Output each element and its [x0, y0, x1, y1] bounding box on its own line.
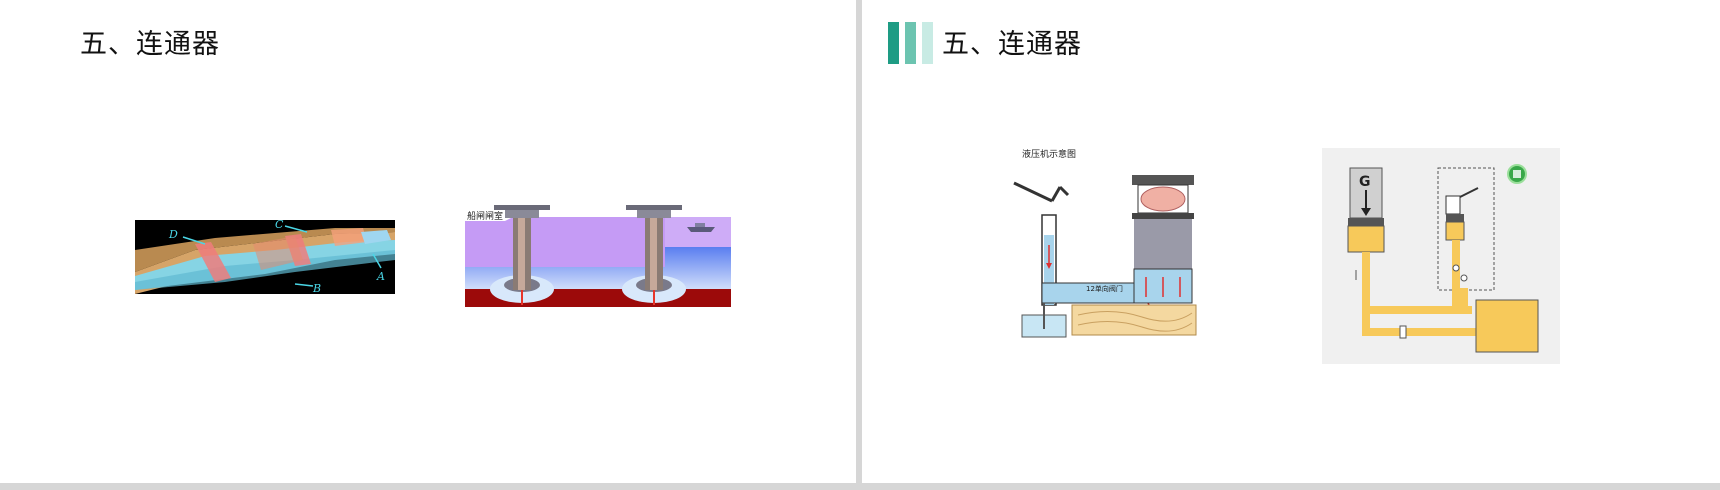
slide-title: 五、连通器 [942, 29, 1082, 60]
ship-lock-cross-section-figure: 船闸闸室 [465, 205, 731, 307]
slide-right: 五、连通器 液压机示意图 12单向阀门 2 [862, 0, 1720, 483]
slide-left: 五、连通器 D C B A [0, 0, 856, 483]
label-c: C [275, 220, 284, 231]
hydraulic-press-caption: 液压机示意图 [1022, 148, 1076, 160]
accent-bar-2 [905, 22, 916, 64]
canal-lock-3d-figure: D C B A [135, 220, 395, 294]
label-b: B [312, 282, 321, 294]
label-a: A [376, 270, 385, 283]
accent-bar-3 [922, 22, 933, 64]
weight-label: G [1359, 174, 1371, 190]
accent-bar-1 [888, 22, 899, 64]
chamber-label: 船闸闸室 [467, 210, 503, 222]
valve-label: 12单向阀门 [1086, 284, 1123, 293]
hydraulic-jack-figure: G [1322, 148, 1560, 364]
label-d: D [168, 228, 178, 241]
slide-title: 五、连通器 [80, 29, 220, 60]
hydraulic-press-figure: 液压机示意图 12单向阀门 2 [1012, 145, 1200, 351]
